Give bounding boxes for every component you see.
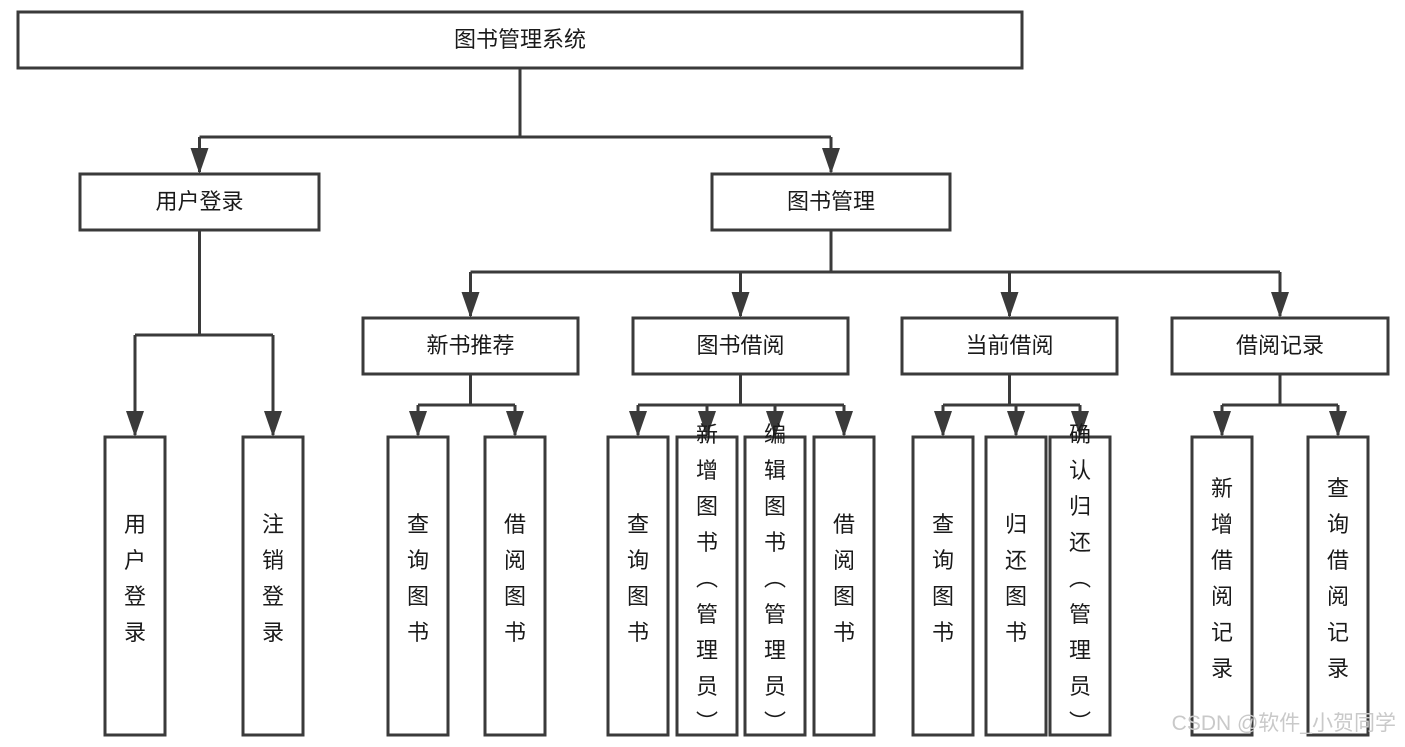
- node-label-confirm-return-admin: 确认归还︵管理员︶: [1069, 422, 1091, 735]
- node-label-borrow-record: 借阅记录: [1236, 333, 1324, 358]
- node-user-logout[interactable]: 注销登录: [241, 435, 305, 737]
- arrow-head-icon-book-management: [822, 148, 840, 174]
- node-label-return-book: 归还图书: [1005, 512, 1027, 645]
- node-layer: 图书管理系统用户登录用户登录注销登录图书管理新书推荐查询图书借阅图书图书借阅查询…: [16, 10, 1390, 737]
- node-label-new-book-recommend: 新书推荐: [426, 333, 514, 358]
- node-edit-book-admin[interactable]: 编辑图书︵管理员︶: [743, 422, 807, 737]
- node-label-add-book-admin: 新增图书︵管理员︶: [696, 422, 718, 735]
- node-box-query-book-3[interactable]: [911, 435, 975, 737]
- node-box-confirm-return-admin[interactable]: [1048, 435, 1112, 737]
- node-query-book-2[interactable]: 查询图书: [606, 435, 670, 737]
- arrow-head-icon-borrow-book-1: [506, 411, 524, 437]
- arrow-head-icon-query-book-3: [934, 411, 952, 437]
- node-query-book-3[interactable]: 查询图书: [911, 435, 975, 737]
- node-label-query-book-2: 查询图书: [627, 512, 649, 645]
- arrow-head-icon-query-book-2: [629, 411, 647, 437]
- node-box-borrow-book-1[interactable]: [483, 435, 547, 737]
- node-box-borrow-book-2[interactable]: [812, 435, 876, 737]
- node-box-user-login-do[interactable]: [103, 435, 167, 737]
- node-box-root[interactable]: [16, 10, 1024, 70]
- node-box-add-book-admin[interactable]: [675, 435, 739, 737]
- arrow-head-icon-book-borrow: [731, 292, 750, 318]
- arrow-head-icon-add-book-admin: [698, 411, 716, 437]
- arrow-head-icon-borrow-book-2: [835, 411, 853, 437]
- node-box-user-login[interactable]: [78, 172, 321, 232]
- node-user-login-do[interactable]: 用户登录: [103, 435, 167, 737]
- node-label-query-book-1: 查询图书: [407, 512, 429, 645]
- arrow-head-icon-user-login: [190, 148, 209, 174]
- node-box-add-borrow-record[interactable]: [1190, 435, 1254, 737]
- node-label-query-borrow-record: 查询借阅记录: [1327, 476, 1349, 681]
- arrow-head-icon-new-book-recommend: [461, 292, 480, 318]
- arrow-head-icon-edit-book-admin: [766, 411, 784, 437]
- node-label-book-borrow: 图书借阅: [696, 333, 784, 358]
- node-query-book-1[interactable]: 查询图书: [386, 435, 450, 737]
- node-box-user-logout[interactable]: [241, 435, 305, 737]
- node-box-return-book[interactable]: [984, 435, 1048, 737]
- arrow-head-icon-return-book: [1007, 411, 1025, 437]
- node-box-query-book-1[interactable]: [386, 435, 450, 737]
- node-new-book-recommend[interactable]: 新书推荐: [361, 316, 580, 376]
- node-root[interactable]: 图书管理系统: [16, 10, 1024, 70]
- node-user-login[interactable]: 用户登录: [78, 172, 321, 232]
- node-label-current-borrow: 当前借阅: [965, 333, 1053, 358]
- node-borrow-book-2[interactable]: 借阅图书: [812, 435, 876, 737]
- arrow-head-icon-user-login-do: [126, 411, 144, 437]
- node-current-borrow[interactable]: 当前借阅: [900, 316, 1119, 376]
- node-book-management[interactable]: 图书管理: [710, 172, 952, 232]
- arrow-head-icon-confirm-return-admin: [1071, 411, 1089, 437]
- node-return-book[interactable]: 归还图书: [984, 435, 1048, 737]
- arrow-head-icon-query-borrow-record: [1329, 411, 1347, 437]
- node-label-edit-book-admin: 编辑图书︵管理员︶: [764, 422, 786, 735]
- node-label-borrow-book-1: 借阅图书: [504, 512, 526, 645]
- arrow-head-icon-query-book-1: [409, 411, 427, 437]
- node-borrow-record[interactable]: 借阅记录: [1170, 316, 1390, 376]
- node-label-user-logout: 注销登录: [262, 512, 284, 645]
- connector-layer: [126, 68, 1347, 437]
- arrow-head-icon-borrow-record: [1271, 292, 1289, 318]
- arrow-head-icon-user-logout: [264, 411, 282, 437]
- node-box-query-book-2[interactable]: [606, 435, 670, 737]
- node-confirm-return-admin[interactable]: 确认归还︵管理员︶: [1048, 422, 1112, 737]
- node-box-current-borrow[interactable]: [900, 316, 1119, 376]
- node-label-user-login-do: 用户登录: [124, 512, 146, 645]
- node-add-book-admin[interactable]: 新增图书︵管理员︶: [675, 422, 739, 737]
- node-add-borrow-record[interactable]: 新增借阅记录: [1190, 435, 1254, 737]
- node-book-borrow[interactable]: 图书借阅: [631, 316, 850, 376]
- node-borrow-book-1[interactable]: 借阅图书: [483, 435, 547, 737]
- node-box-query-borrow-record[interactable]: [1306, 435, 1370, 737]
- node-query-borrow-record[interactable]: 查询借阅记录: [1306, 435, 1370, 737]
- node-label-user-login: 用户登录: [155, 189, 243, 214]
- node-box-borrow-record[interactable]: [1170, 316, 1390, 376]
- watermark-label: CSDN @软件_小贺同学: [1172, 712, 1396, 735]
- node-box-book-management[interactable]: [710, 172, 952, 232]
- node-label-borrow-book-2: 借阅图书: [833, 512, 855, 645]
- arrow-head-icon-current-borrow: [1000, 292, 1019, 318]
- arrow-head-icon-add-borrow-record: [1213, 411, 1231, 437]
- node-label-root: 图书管理系统: [454, 27, 586, 52]
- node-label-book-management: 图书管理: [787, 189, 875, 214]
- node-box-new-book-recommend[interactable]: [361, 316, 580, 376]
- node-box-edit-book-admin[interactable]: [743, 435, 807, 737]
- node-label-add-borrow-record: 新增借阅记录: [1211, 476, 1233, 681]
- node-label-query-book-3: 查询图书: [932, 512, 954, 645]
- node-box-book-borrow[interactable]: [631, 316, 850, 376]
